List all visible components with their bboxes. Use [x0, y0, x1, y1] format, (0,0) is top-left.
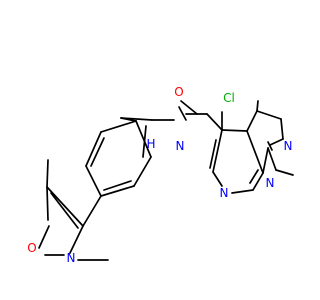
- benzene-ring: [85, 120, 152, 197]
- amide-linker: [120, 100, 208, 122]
- isoxazole-oxygen-label: O: [27, 241, 36, 255]
- amide-nitrogen-label: N: [176, 139, 185, 153]
- carbonyl-oxygen-label: O: [174, 85, 183, 99]
- isoxazole-ring: [38, 159, 109, 261]
- chlorine-label: Cl: [223, 91, 235, 105]
- pyrazolopyridine-core: [206, 100, 294, 194]
- isoxazole-nitrogen-label: N: [67, 251, 76, 265]
- pyrazole-n1-label: N: [266, 176, 275, 190]
- pyridine-nitrogen-label: N: [220, 186, 229, 200]
- amide-hydrogen-label: H: [146, 137, 155, 151]
- pyrazole-n2-label: N: [284, 139, 293, 153]
- molecule-diagram: O Cl N H O N N N N: [27, 85, 294, 265]
- structure-drawing: O Cl N H O N N N N: [27, 85, 294, 265]
